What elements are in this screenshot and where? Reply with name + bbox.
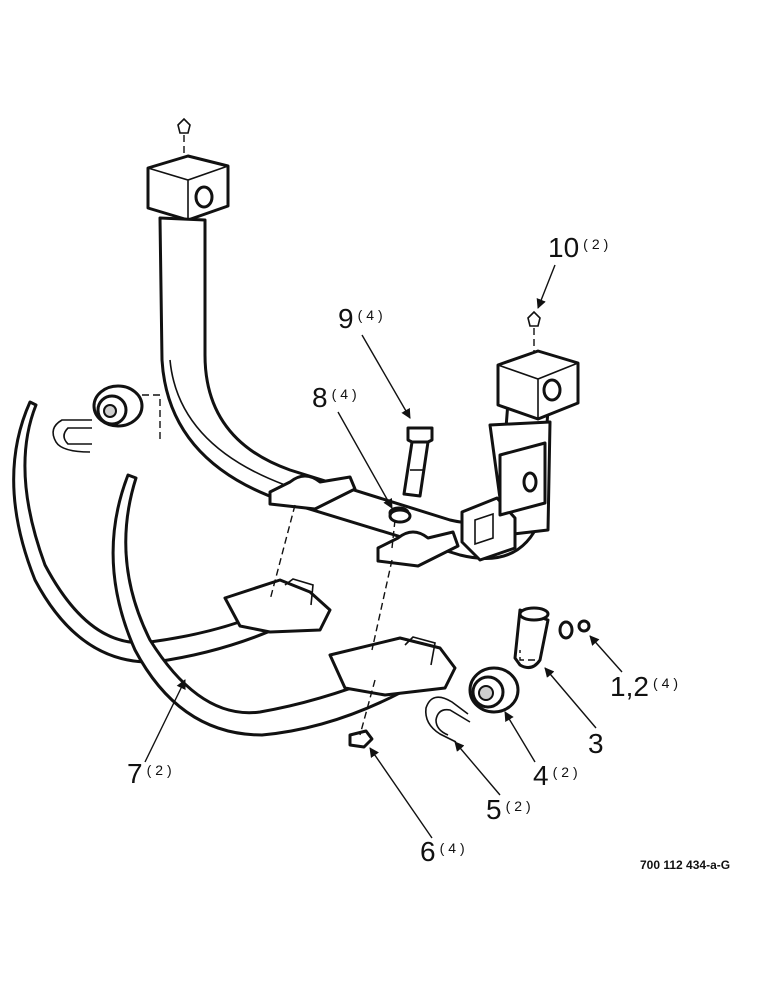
callout-9: 9(4) xyxy=(338,305,387,333)
align-line-pin xyxy=(359,679,376,736)
washer-8 xyxy=(388,508,412,524)
leader-9 xyxy=(361,334,411,419)
mounting-bracket xyxy=(460,420,552,562)
grommet-4 xyxy=(468,666,520,714)
callout-10-number: 10 xyxy=(548,232,580,263)
leader-7 xyxy=(144,679,186,763)
leader-5 xyxy=(454,741,501,796)
drawing-code: 700 112 434-a-G xyxy=(640,858,731,872)
callout-4-number: 4 xyxy=(533,760,549,791)
callout-8-number: 8 xyxy=(312,382,328,413)
pin-6 xyxy=(348,729,374,749)
bolt-9 xyxy=(402,426,434,498)
leader-1-2 xyxy=(589,635,623,673)
callout-7: 7(2) xyxy=(127,760,176,788)
callout-9-number: 9 xyxy=(338,303,354,334)
callout-1-2: 1,2(4) xyxy=(610,673,682,701)
leader-10 xyxy=(536,264,556,309)
callout-6: 6(4) xyxy=(420,838,469,866)
callout-8: 8(4) xyxy=(312,384,361,412)
left-grommet xyxy=(92,384,161,440)
callout-9-qty: (4) xyxy=(357,307,387,323)
callout-6-qty: (4) xyxy=(439,840,469,856)
left-rubber-block xyxy=(146,154,230,222)
callout-5: 5(2) xyxy=(486,796,535,824)
right-spring-tine xyxy=(111,473,457,737)
callout-1-2-qty: (4) xyxy=(652,675,683,691)
callout-10-qty: (2) xyxy=(583,236,613,252)
callout-3-number: 3 xyxy=(588,728,604,759)
callout-5-number: 5 xyxy=(486,794,502,825)
callout-1-2-number: 1,2 xyxy=(610,671,649,702)
callout-7-qty: (2) xyxy=(146,762,176,778)
callout-6-number: 6 xyxy=(420,836,436,867)
right-rubber-block xyxy=(496,349,580,421)
callout-4-qty: (2) xyxy=(552,764,582,780)
callout-3: 3 xyxy=(588,730,604,758)
leader-6 xyxy=(369,747,433,839)
u-bolt-5 xyxy=(424,696,471,743)
align-line-left xyxy=(269,504,296,601)
callout-8-qty: (4) xyxy=(331,386,361,402)
align-line-bolt xyxy=(391,519,396,549)
callout-5-qty: (2) xyxy=(505,798,535,814)
callout-10: 10(2) xyxy=(548,234,612,262)
bottom-rod xyxy=(513,606,550,670)
callout-4: 4(2) xyxy=(533,762,582,790)
leader-8 xyxy=(337,411,393,509)
align-line-right xyxy=(371,559,393,651)
washer-nut-1-2 xyxy=(558,619,591,640)
left-spring-tine xyxy=(12,400,332,664)
leader-3 xyxy=(544,667,597,729)
right-screw xyxy=(527,310,541,352)
leader-4 xyxy=(504,711,536,763)
callout-7-number: 7 xyxy=(127,758,143,789)
left-u-bolt xyxy=(52,419,92,453)
